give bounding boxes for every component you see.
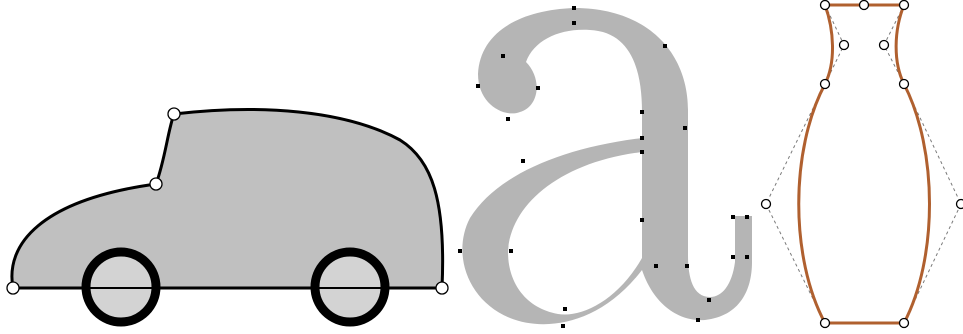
vase-handle-neck-left [840,41,849,50]
vase-node-bottom-left [821,319,830,328]
glyph-node [521,159,525,163]
letter-a-figure [458,6,752,328]
vase-control-polygon [766,5,961,323]
glyph-node [640,218,644,222]
glyph-node [640,110,644,114]
car-node-front [436,282,448,294]
glyph-node [745,255,749,259]
car-node-back [150,178,162,190]
glyph-node [640,150,644,154]
glyph-node [663,44,667,48]
glyph-node [731,255,735,259]
glyph-node [731,215,735,219]
glyph-node [572,6,576,10]
glyph-node [536,86,540,90]
letter-a-glyph [462,8,752,324]
vase-node-shoulder-left [821,80,830,89]
glyph-node [506,117,510,121]
vase-node-shoulder-right [900,80,909,89]
vase-outline [799,5,930,323]
vase-handle-belly-left [762,200,771,209]
glyph-node [563,307,567,311]
glyph-node [696,318,700,322]
vase-node-bottom-right [900,319,909,328]
glyph-node [501,54,505,58]
glyph-node [745,215,749,219]
vase-figure [762,1,963,328]
glyph-node [683,126,687,130]
glyph-node [654,264,658,268]
car-figure [7,108,448,322]
glyph-node [707,298,711,302]
vase-node-top-mid [860,1,869,10]
glyph-node [476,84,480,88]
glyph-node [572,21,576,25]
vase-node-top-right [900,1,909,10]
vase-handle-belly-right [957,200,963,209]
glyph-node [509,249,513,253]
glyph-node [685,264,689,268]
vase-node-top-left [821,1,830,10]
glyph-node [640,136,644,140]
car-node-roof [168,108,180,120]
glyph-node [458,249,462,253]
car-node-rear [7,282,19,294]
vase-handle-neck-right [880,41,889,50]
glyph-node [561,324,565,328]
